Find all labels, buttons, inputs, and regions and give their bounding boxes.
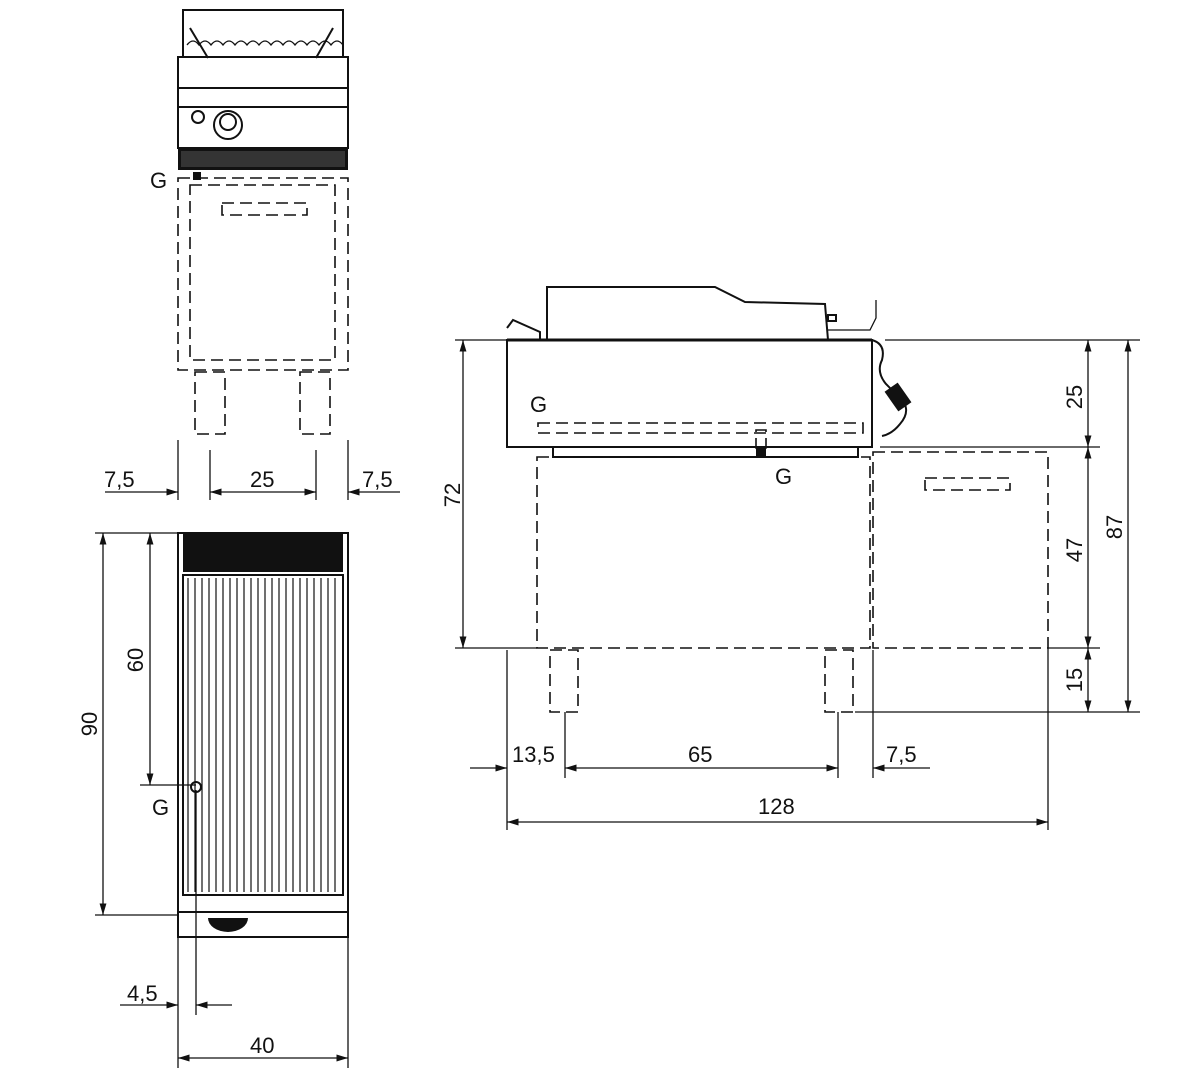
gas-connection-label: G [152, 795, 169, 820]
gas-connection-label: G [775, 464, 792, 489]
control-knob-icon [208, 918, 248, 932]
dim-right-margin: 7,5 [362, 467, 393, 492]
dim-grill-depth: 60 [123, 648, 148, 672]
front-view: G 7,5 25 7,5 [104, 9, 400, 500]
dim-width: 40 [250, 1033, 274, 1058]
dim-leg-spacing: 65 [688, 742, 712, 767]
gas-connection-label: G [150, 168, 167, 193]
plan-view: G 90 60 4,5 40 [77, 532, 349, 1068]
dim-depth-total: 90 [77, 712, 102, 736]
dim-cabinet-height: 47 [1062, 538, 1087, 562]
dim-leg-height: 15 [1062, 668, 1087, 692]
dim-front-offset: 13,5 [512, 742, 555, 767]
dim-gas-offset: 4,5 [127, 981, 158, 1006]
dim-leg-spacing: 25 [250, 467, 274, 492]
gas-connection-label: G [530, 392, 547, 417]
pilot-button-icon [191, 110, 205, 124]
dim-body-height: 72 [440, 483, 465, 507]
control-knob-icon [213, 110, 243, 140]
dim-total-height: 87 [1102, 515, 1127, 539]
dim-total-depth: 128 [758, 794, 795, 819]
dim-rear-offset: 7,5 [886, 742, 917, 767]
dim-top-height: 25 [1062, 385, 1087, 409]
side-view: G G 72 25 47 15 87 13,5 65 [440, 286, 1140, 830]
dim-left-margin: 7,5 [104, 467, 135, 492]
